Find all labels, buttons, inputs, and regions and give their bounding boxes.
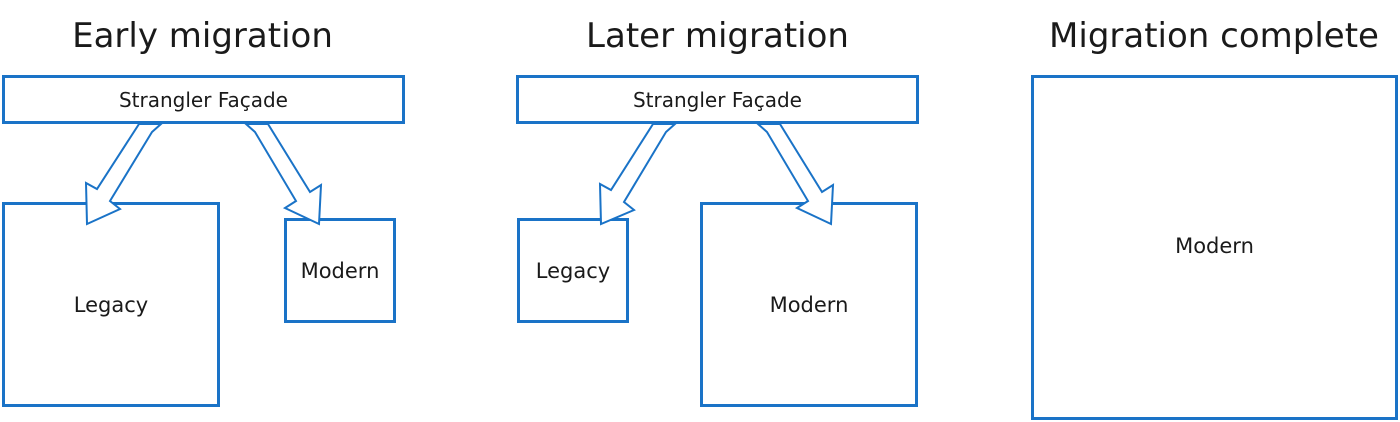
panel-later-title: Later migration [586, 16, 849, 56]
panel-early-title: Early migration [72, 16, 333, 56]
panel-later-modern-label: Modern [769, 292, 849, 317]
panel-later-facade-box: Strangler Façade [516, 75, 919, 124]
panel-early-modern-label: Modern [300, 258, 380, 283]
later-arrow-to-legacy-icon [598, 123, 678, 226]
panel-early-facade-box: Strangler Façade [2, 75, 405, 124]
panel-complete-modern-box: Modern [1031, 75, 1398, 420]
panel-later-legacy-label: Legacy [535, 258, 611, 283]
panel-early-modern-box: Modern [284, 218, 396, 323]
panel-complete-modern-label: Modern [1175, 233, 1254, 258]
panel-later-facade-label: Strangler Façade [632, 87, 802, 112]
panel-early-legacy-box: Legacy [2, 202, 220, 407]
panel-early-facade-label: Strangler Façade [118, 87, 288, 112]
panel-later-legacy-box: Legacy [517, 218, 629, 323]
panel-complete-title: Migration complete [1049, 16, 1379, 56]
panel-early-legacy-label: Legacy [73, 292, 149, 317]
panel-later-modern-box: Modern [700, 202, 918, 407]
early-arrow-to-modern-icon [243, 123, 323, 226]
